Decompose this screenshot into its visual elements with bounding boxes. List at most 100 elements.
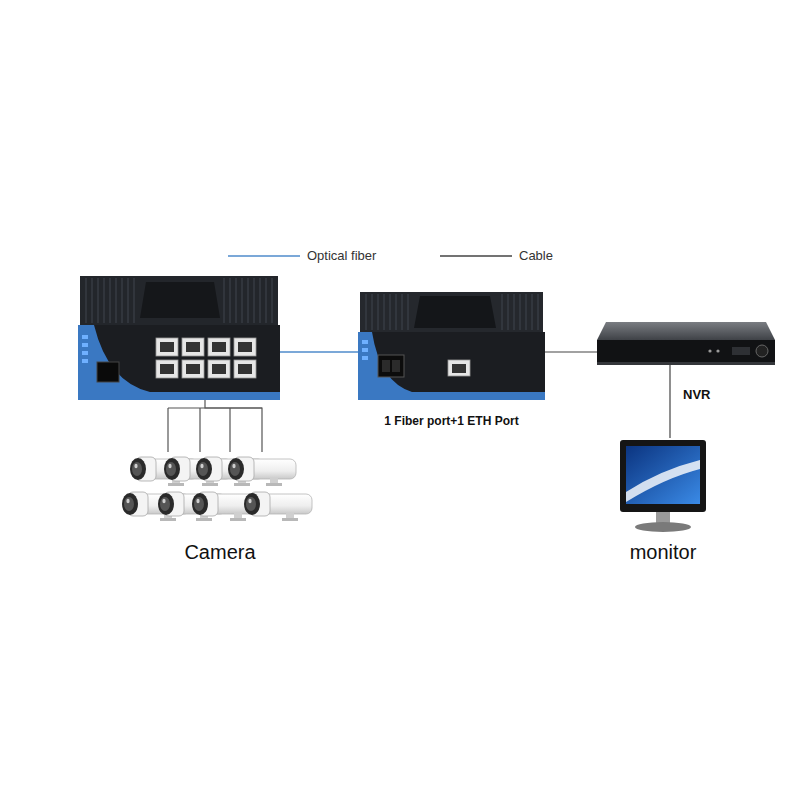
switch-illustration-part-part — [238, 342, 252, 352]
switch-illustration-part-part — [241, 278, 242, 323]
converter-illustration-part — [366, 294, 538, 330]
switch-illustration-part-part — [253, 278, 254, 323]
converter-illustration-part-part — [513, 294, 514, 330]
fiber-link — [280, 351, 358, 353]
branch-drop — [167, 408, 168, 452]
switch-illustration-part-part — [223, 278, 224, 323]
nvr-illustration-part — [732, 347, 750, 355]
device-node: monitor — [618, 438, 708, 532]
converter-illustration-part — [362, 348, 368, 352]
device-node: 1 Fiber port+1 ETH Port — [358, 290, 545, 400]
nvr-illustration-part — [716, 349, 719, 352]
nvr-illustration-part — [708, 349, 711, 352]
converter-illustration-part-part — [525, 294, 526, 330]
switch-illustration-part-part — [234, 338, 256, 356]
converter-illustration-part-part — [365, 294, 366, 330]
converter-illustration-part-part — [395, 294, 396, 330]
converter-illustration-part-part — [401, 294, 402, 330]
nvr-illustration-part — [756, 345, 768, 357]
camera-branch-wires — [168, 408, 262, 452]
switch-illustration-part-part — [121, 278, 122, 323]
switch-illustration-part — [78, 325, 280, 400]
legend-line-sample — [440, 247, 512, 265]
converter-illustration-part-part — [371, 294, 372, 330]
switch-illustration-part-part — [160, 364, 174, 374]
monitor-illustration-part — [626, 460, 700, 502]
converter-illustration-part-part — [407, 294, 408, 330]
switch-illustration — [78, 276, 280, 400]
converter-illustration-part-part — [537, 294, 538, 330]
converter-illustration-part — [448, 360, 470, 376]
converter-illustration-part-part — [501, 294, 502, 330]
converter-illustration-part — [452, 364, 466, 373]
monitor-illustration-part — [626, 446, 700, 504]
device-label: Camera — [184, 540, 255, 564]
converter-illustration-part-part — [389, 294, 390, 330]
camera-group — [122, 457, 312, 521]
nvr-illustration-part — [597, 340, 775, 362]
converter-illustration — [358, 292, 545, 400]
switch-illustration-part-part — [156, 338, 178, 356]
legend-text: Optical fiber — [307, 247, 376, 265]
switch-illustration-part-part — [208, 338, 230, 356]
monitor-illustration-part — [635, 522, 691, 532]
switch-illustration-part — [86, 278, 272, 323]
converter-illustration-part — [358, 332, 545, 400]
converter-illustration-part — [360, 292, 543, 332]
legend-line-sample — [228, 247, 300, 265]
edge-layer — [205, 352, 670, 452]
switch-illustration-part — [97, 362, 119, 382]
branch-drop — [199, 408, 200, 452]
switch-illustration-part-part — [160, 342, 174, 352]
camera-group-part — [228, 457, 296, 486]
legend-line — [228, 255, 300, 257]
nvr-illustration-part — [597, 322, 775, 340]
switch-illustration-part-part — [238, 364, 252, 374]
nvr-illustration — [597, 322, 775, 365]
converter-illustration-part-part — [519, 294, 520, 330]
switch-illustration-part-part — [85, 278, 86, 323]
switch-illustration-part — [82, 351, 88, 355]
monitor-illustration-part — [620, 440, 706, 512]
switch-illustration-part — [156, 338, 256, 378]
switch-illustration-part — [140, 282, 220, 318]
switch-illustration-part-part — [234, 360, 256, 378]
switch-illustration-part-part — [212, 364, 226, 374]
switch-illustration-part-part — [127, 278, 128, 323]
converter-illustration-part — [414, 296, 496, 328]
switch-illustration-part-part — [186, 364, 200, 374]
switch-illustration-part — [80, 276, 278, 325]
device-node: NVR — [597, 322, 775, 365]
nvr-illustration-part — [597, 362, 775, 365]
converter-illustration-part-part — [531, 294, 532, 330]
switch-illustration-part-part — [212, 342, 226, 352]
converter-illustration-part-part — [507, 294, 508, 330]
switch-illustration-part-part — [97, 278, 98, 323]
branch-drop — [229, 408, 230, 452]
legend-line — [440, 255, 512, 257]
switch-illustration-part — [82, 343, 88, 347]
device-label: 1 Fiber port+1 ETH Port — [384, 414, 518, 428]
device-node — [78, 275, 280, 400]
switch-illustration-part — [160, 342, 252, 374]
cable-link — [545, 351, 597, 352]
switch-illustration-part — [78, 325, 280, 400]
device-node: Camera — [118, 452, 322, 532]
switch-illustration-part-part — [133, 278, 134, 323]
switch-illustration-part-part — [265, 278, 266, 323]
camera-group-part — [244, 492, 312, 521]
switch-illustration-part-part — [247, 278, 248, 323]
switch-illustration-part-part — [182, 360, 204, 378]
device-label: monitor — [630, 540, 697, 564]
switch-illustration-part-part — [259, 278, 260, 323]
converter-illustration-part — [362, 356, 368, 360]
device-label: NVR — [683, 387, 710, 403]
converter-illustration-part-part — [377, 294, 378, 330]
switch-illustration-part — [82, 359, 88, 363]
converter-illustration-part-part — [383, 294, 384, 330]
switch-illustration-part-part — [208, 360, 230, 378]
